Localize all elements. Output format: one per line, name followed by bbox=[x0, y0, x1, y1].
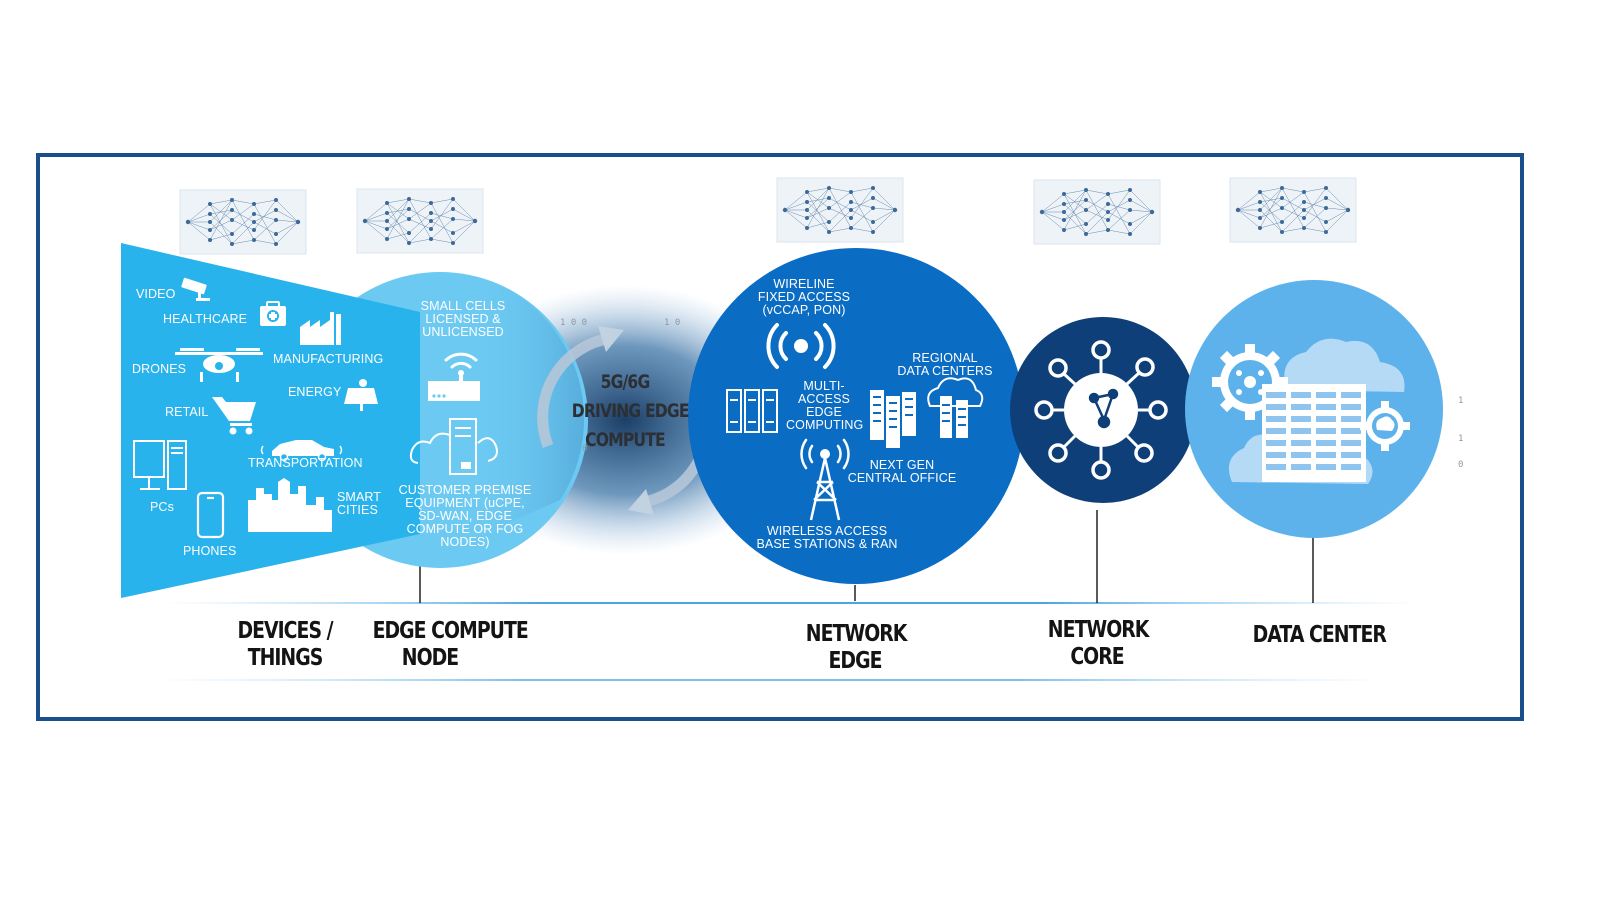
drone-icon bbox=[175, 348, 263, 382]
cloud-datacenter-icon bbox=[927, 377, 984, 438]
camera-icon bbox=[181, 277, 210, 301]
first-aid-icon bbox=[260, 301, 286, 326]
label-regional-dc: REGIONAL DATA CENTERS bbox=[897, 351, 993, 378]
desktop-pc-icon bbox=[133, 440, 187, 490]
neural-network-icon bbox=[1033, 179, 1161, 245]
label-phones: PHONES bbox=[183, 544, 237, 558]
label-video: VIDEO bbox=[136, 287, 176, 301]
label-drones: DRONES bbox=[132, 362, 187, 376]
binary-text: 1 0 0 bbox=[560, 318, 588, 328]
label-central-office: NEXT GEN CENTRAL OFFICE bbox=[847, 458, 957, 485]
phone-icon bbox=[196, 491, 225, 539]
label-energy: ENERGY bbox=[288, 385, 342, 399]
tier-edge-compute-node: EDGE COMPUTE NODE bbox=[372, 618, 529, 671]
tier-data-center: DATA CENTER bbox=[1252, 622, 1387, 648]
factory-icon bbox=[300, 312, 341, 345]
cell-tower-icon bbox=[800, 438, 850, 521]
center-title: 5G/6G DRIVING EDGE COMPUTE bbox=[571, 371, 690, 451]
binary-text: 1 bbox=[1458, 396, 1464, 406]
tier-devices: DEVICES / THINGS bbox=[237, 618, 333, 671]
tier-network-edge: NETWORK EDGE bbox=[805, 621, 908, 674]
label-pcs: PCs bbox=[150, 500, 174, 514]
server-rack-icon bbox=[1262, 384, 1366, 482]
network-hub-icon bbox=[1034, 340, 1168, 480]
shopping-cart-icon bbox=[212, 397, 256, 435]
binary-text: 0 bbox=[582, 444, 588, 454]
wifi-router-icon bbox=[428, 352, 480, 401]
neural-network-icon bbox=[1229, 177, 1357, 243]
cloud-server-icon bbox=[409, 418, 498, 475]
neural-network-icon bbox=[776, 177, 904, 243]
brain-gear-icon bbox=[1360, 401, 1410, 451]
label-transportation: TRANSPORTATION bbox=[248, 456, 363, 470]
city-icon bbox=[248, 478, 332, 532]
binary-text: 1 bbox=[1458, 434, 1464, 444]
timeline-line bbox=[160, 602, 1420, 604]
label-wireline: WIRELINE FIXED ACCESS (vCCAP, PON) bbox=[757, 277, 851, 317]
server-rack-icon bbox=[726, 389, 778, 433]
label-manufacturing: MANUFACTURING bbox=[273, 352, 384, 366]
label-smart-cities: SMART CITIES bbox=[337, 490, 382, 517]
server-rack-icon bbox=[870, 390, 916, 448]
solar-panel-icon bbox=[344, 379, 378, 411]
neural-network-icon bbox=[356, 188, 484, 254]
label-mec: MULTI- ACCESS EDGE COMPUTING bbox=[786, 379, 864, 432]
broadcast-icon bbox=[766, 323, 836, 369]
devices-panel bbox=[121, 243, 420, 598]
car-icon bbox=[260, 440, 343, 462]
tier-network-core: NETWORK CORE bbox=[1047, 617, 1150, 670]
label-small-cells: SMALL CELLS LICENSED & UNLICENSED bbox=[420, 299, 506, 339]
label-cpe: CUSTOMER PREMISE EQUIPMENT (uCPE, SD-WAN… bbox=[398, 483, 532, 549]
label-retail: RETAIL bbox=[165, 405, 209, 419]
timeline-line-lower bbox=[150, 679, 1390, 681]
neural-network-icon bbox=[179, 189, 307, 255]
binary-text: 0 bbox=[1458, 460, 1464, 470]
binary-text: 1 0 bbox=[664, 318, 681, 328]
label-wireless-access: WIRELESS ACCESS BASE STATIONS & RAN bbox=[756, 524, 898, 551]
label-healthcare: HEALTHCARE bbox=[163, 312, 248, 326]
